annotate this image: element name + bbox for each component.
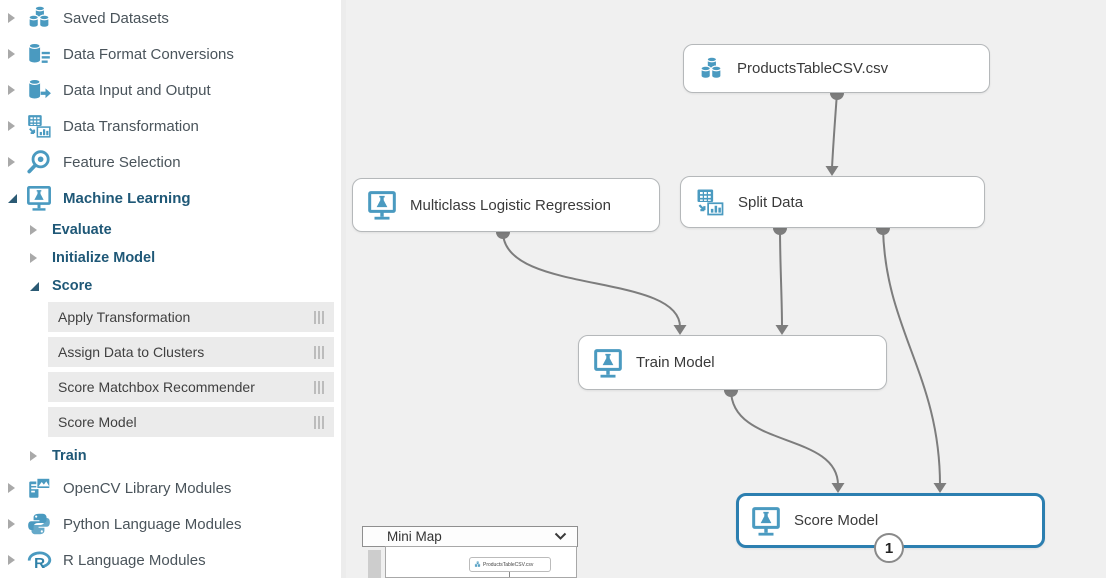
expand-expanded-icon[interactable] [30,281,44,291]
category-label: OpenCV Library Modules [63,479,232,497]
expand-collapsed-icon[interactable] [8,519,22,529]
module-apply-transformation[interactable]: Apply Transformation [48,302,334,332]
node-label: ProductsTableCSV.csv [737,60,889,77]
expand-collapsed-icon[interactable] [8,157,22,167]
edge-dataset-to-split[interactable] [831,92,838,169]
module-label: Score Model [58,414,137,430]
drag-grip-icon[interactable] [314,345,324,359]
category-label: Machine Learning [63,189,191,207]
edge-multiclass-to-train[interactable] [502,231,681,328]
node-label: Train Model [636,354,715,371]
sidebar-item-feature-selection[interactable]: Feature Selection [0,144,341,180]
sidebar-item-data-input-output[interactable]: Data Input and Output [0,72,341,108]
category-label: Feature Selection [63,153,181,171]
category-label: Saved Datasets [63,9,169,27]
edge-train-to-score[interactable] [730,389,839,486]
module-label: Apply Transformation [58,309,191,325]
score-model-output-port-badge[interactable]: 1 [874,533,904,563]
database-lines-icon [28,42,51,64]
subcategory-label: Evaluate [52,222,112,238]
expand-collapsed-icon[interactable] [30,253,44,263]
r-logo-icon [27,551,52,573]
arrowhead-icon [775,325,789,335]
sidebar-item-opencv-library-modules[interactable]: OpenCV Library Modules [0,470,341,506]
flask-monitor-icon [368,191,396,220]
python-icon [28,513,50,535]
subcategory-label: Score [52,278,93,294]
subcategory-label: Train [52,448,87,464]
sidebar-item-data-format-conversions[interactable]: Data Format Conversions [0,36,341,72]
score-module-list: Apply Transformation Assign Data to Clus… [48,302,334,437]
node-split-data[interactable]: Split Data [680,176,985,228]
expand-collapsed-icon[interactable] [30,451,44,461]
magnifier-icon [27,149,51,174]
module-label: Score Matchbox Recommender [58,379,255,395]
minimap-edge [509,572,510,577]
minimap-title: Mini Map [387,529,442,544]
drag-grip-icon[interactable] [314,415,324,429]
drag-grip-icon[interactable] [314,380,324,394]
badge-number: 1 [884,539,894,557]
flask-monitor-icon [752,506,780,536]
minimap-node-dataset: ProductsTableCSV.csv [469,557,551,572]
module-score-matchbox-recommender[interactable]: Score Matchbox Recommender [48,372,334,402]
arrowhead-icon [673,325,687,335]
sidebar-item-r-language-modules[interactable]: R Language Modules [0,542,341,578]
module-score-model[interactable]: Score Model [48,407,334,437]
grid-chart-icon [27,114,51,138]
sidebar-scrollbar[interactable] [341,0,346,578]
module-label: Assign Data to Clusters [58,344,205,360]
expand-collapsed-icon[interactable] [8,13,22,23]
database-icon [28,5,50,28]
chevron-down-icon[interactable] [554,532,567,541]
opencv-icon [28,477,51,499]
node-label: Multiclass Logistic Regression [410,196,611,214]
sidebar-item-train[interactable]: Train [0,442,341,470]
expand-collapsed-icon[interactable] [8,49,22,59]
node-label: Split Data [738,193,804,211]
expand-collapsed-icon[interactable] [8,555,22,565]
minimap-node-label: ProductsTableCSV.csv [483,561,534,568]
expand-collapsed-icon[interactable] [8,121,22,131]
flask-monitor-icon [594,348,622,378]
sidebar-item-python-language-modules[interactable]: Python Language Modules [0,506,341,542]
expand-expanded-icon[interactable] [8,193,22,203]
minimap-header[interactable]: Mini Map [362,526,578,547]
arrowhead-icon [831,483,845,493]
node-products-table-csv[interactable]: ProductsTableCSV.csv [683,44,990,93]
module-palette-sidebar: Saved Datasets Data Format Conversions D… [0,0,341,578]
drag-grip-icon[interactable] [314,310,324,324]
expand-collapsed-icon[interactable] [30,225,44,235]
node-label: Score Model [794,512,879,529]
category-label: Data Input and Output [63,81,211,99]
minimap-viewport[interactable]: ProductsTableCSV.csv [385,546,577,578]
grid-chart-icon [696,188,724,216]
database-icon [700,56,722,79]
sidebar-item-score[interactable]: Score [0,272,341,300]
node-train-model[interactable]: Train Model [578,335,887,390]
arrowhead-icon [825,166,839,176]
node-multiclass-logistic-regression[interactable]: Multiclass Logistic Regression [352,178,660,232]
category-label: Data Format Conversions [63,45,234,63]
module-assign-data-to-clusters[interactable]: Assign Data to Clusters [48,337,334,367]
category-label: R Language Modules [63,551,206,569]
sidebar-item-initialize-model[interactable]: Initialize Model [0,244,341,272]
database-icon [474,561,481,568]
experiment-canvas[interactable]: ProductsTableCSV.csv Multiclass Logistic… [346,0,1106,578]
expand-collapsed-icon[interactable] [8,85,22,95]
database-arrow-icon [28,78,52,100]
sidebar-item-data-transformation[interactable]: Data Transformation [0,108,341,144]
category-label: Python Language Modules [63,515,242,533]
category-label: Data Transformation [63,117,199,135]
edge-split-to-score[interactable] [882,227,941,486]
flask-monitor-icon [27,186,51,211]
subcategory-label: Initialize Model [52,250,156,266]
edge-split-to-train[interactable] [779,227,783,328]
sidebar-item-evaluate[interactable]: Evaluate [0,216,341,244]
sidebar-item-machine-learning[interactable]: Machine Learning [0,180,341,216]
minimap-sidebar-strip [368,550,381,578]
sidebar-item-saved-datasets[interactable]: Saved Datasets [0,0,341,36]
expand-collapsed-icon[interactable] [8,483,22,493]
arrowhead-icon [933,483,947,493]
